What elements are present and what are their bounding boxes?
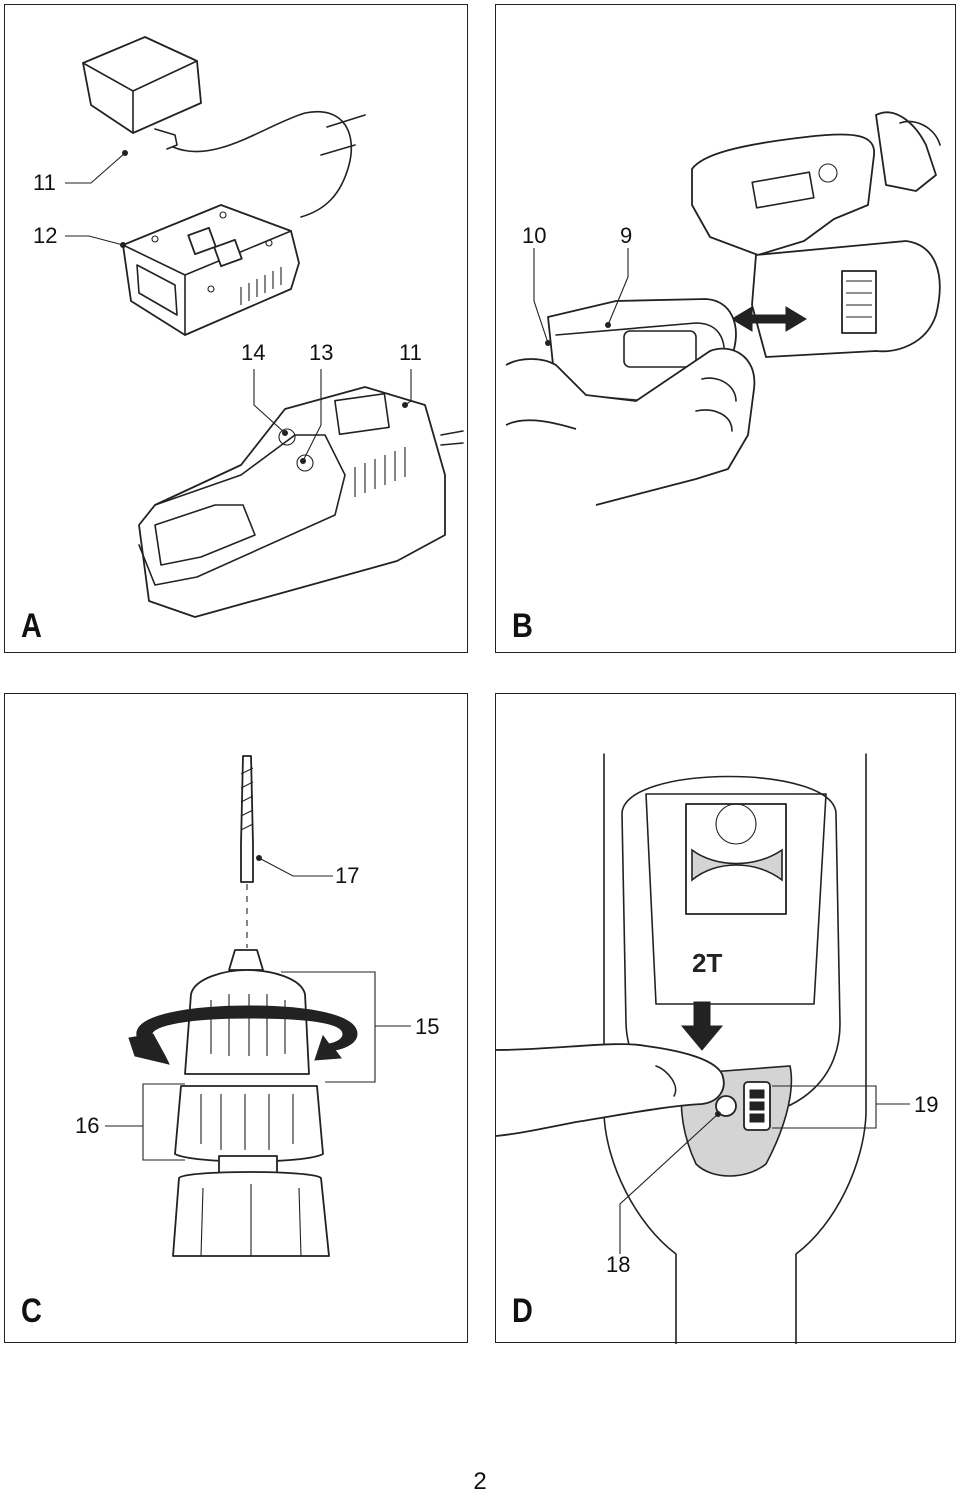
- drill-body: [691, 111, 941, 256]
- page-number: 2: [473, 1468, 487, 1495]
- drill-bit: [240, 755, 254, 948]
- battery-removal-illustration: [505, 111, 941, 506]
- callout-19: 19: [914, 1092, 939, 1117]
- charger-base: [122, 204, 300, 336]
- down-arrow-icon: [680, 1001, 724, 1051]
- figure-panel-c: 17 15 16 C: [4, 693, 468, 1343]
- panel-letter-c: C: [21, 1292, 42, 1330]
- chuck-illustration: [105, 755, 411, 1257]
- callout-17: 17: [335, 863, 360, 888]
- panel-letter-d: D: [512, 1292, 533, 1330]
- chuck: [172, 949, 330, 1257]
- figure-panel-d: 2T 18 19 D: [495, 693, 956, 1344]
- callout-18: 18: [606, 1252, 631, 1277]
- switch-mark-text: 2T: [692, 948, 722, 978]
- callout-11-adapter: 11: [33, 170, 56, 195]
- hand-holding-battery: [505, 347, 756, 506]
- figure-panel-b: 10 9 B: [495, 4, 956, 653]
- figure-panel-a: 11 12 14 13 11 A: [4, 4, 468, 653]
- plug-adapter: [82, 36, 202, 150]
- callout-10: 10: [522, 223, 547, 248]
- finger-pressing: [496, 1043, 725, 1137]
- charger-illustration: [65, 36, 464, 618]
- battery-on-drill: [751, 240, 941, 358]
- callout-15: 15: [415, 1014, 440, 1039]
- panel-letter-a: A: [21, 607, 42, 645]
- double-arrow-icon: [731, 306, 807, 332]
- callout-13: 13: [309, 340, 334, 365]
- callout-11-charger: 11: [399, 340, 422, 365]
- panel-letter-b: B: [512, 607, 533, 645]
- callout-16: 16: [75, 1113, 100, 1138]
- charger-large: [138, 386, 464, 618]
- callout-9: 9: [620, 223, 633, 248]
- callout-14: 14: [241, 340, 266, 365]
- power-cord: [172, 110, 353, 218]
- callout-12: 12: [33, 223, 58, 248]
- rotation-arrow-icon: [128, 1005, 358, 1065]
- battery-indicator-illustration: 2T: [496, 753, 910, 1344]
